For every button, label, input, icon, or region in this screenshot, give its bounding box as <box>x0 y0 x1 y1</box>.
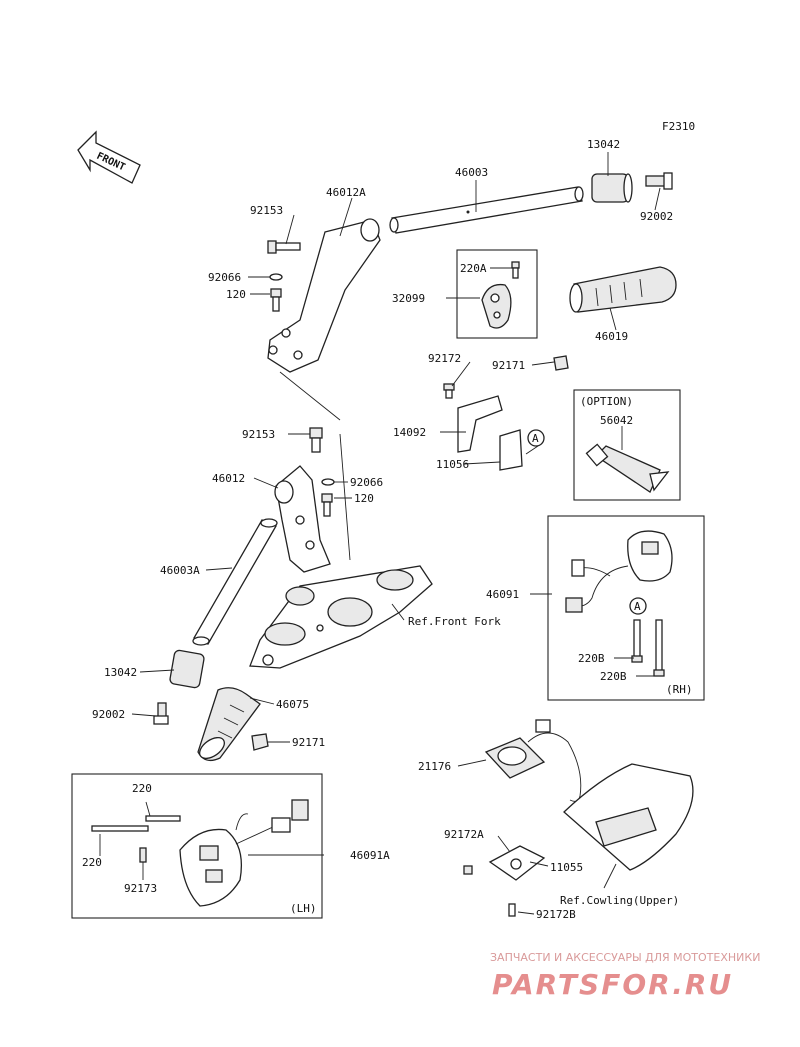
label-46075: 46075 <box>276 698 309 711</box>
clip-92171-top <box>553 355 569 371</box>
bolt-92002-left <box>153 702 169 725</box>
handlebar-left-pipe <box>192 518 278 646</box>
label-92002-top: 92002 <box>640 210 673 223</box>
bolt-92153-top <box>267 240 301 254</box>
callout-a-1-label: A <box>532 432 539 445</box>
label-220B-b: 220B <box>600 670 627 683</box>
bar-end-weight-right <box>591 173 633 203</box>
label-92171-bottom: 92171 <box>292 736 325 749</box>
label-32099: 32099 <box>392 292 425 305</box>
label-46012: 46012 <box>212 472 245 485</box>
label-14092: 14092 <box>393 426 426 439</box>
label-11056: 11056 <box>436 458 469 471</box>
label-46012A: 46012A <box>326 186 366 199</box>
label-92066-top: 92066 <box>208 271 241 284</box>
cover-14092 <box>457 395 503 453</box>
bracket-11056 <box>499 429 523 471</box>
rh-switch-box <box>547 515 705 701</box>
label-220-left: 220 <box>82 856 102 869</box>
bolt-120-mid <box>321 493 333 517</box>
switch-bracket-32099 <box>481 283 512 329</box>
label-92172B: 92172B <box>536 908 576 921</box>
label-46019: 46019 <box>595 330 628 343</box>
label-13042-mid: 13042 <box>104 666 137 679</box>
screw-220A <box>511 261 520 279</box>
watermark-brand: PARTSFOR.RU <box>492 968 733 1001</box>
label-11055: 11055 <box>550 861 583 874</box>
label-56042: 56042 <box>600 414 633 427</box>
label-92172A: 92172A <box>444 828 484 841</box>
bolt-120-top <box>270 288 282 312</box>
label-ref-cowling-upper: Ref.Cowling(Upper) <box>560 894 679 907</box>
screw-92172 <box>443 383 455 399</box>
sensor-21176 <box>484 719 582 802</box>
grip-46075 <box>197 687 261 762</box>
lh-switch-box <box>71 773 323 919</box>
label-92173: 92173 <box>124 882 157 895</box>
label-92171-top: 92171 <box>492 359 525 372</box>
bracket-group-box <box>456 249 538 339</box>
left-switch-46091A <box>179 799 309 907</box>
upper-cowling <box>563 763 694 871</box>
label-46091A: 46091A <box>350 849 390 862</box>
part-labels: 13042 46003 46012A 92153 92002 220A 9206… <box>82 138 679 921</box>
watermark-tagline: ЗАПЧАСТИ И АКСЕССУАРЫ ДЛЯ МОТОТЕХНИКИ <box>490 951 760 964</box>
screw-220B-a <box>631 619 643 663</box>
label-92172: 92172 <box>428 352 461 365</box>
label-46003A: 46003A <box>160 564 200 577</box>
label-13042-top: 13042 <box>587 138 620 151</box>
label-120-mid: 120 <box>354 492 374 505</box>
screw-220-a <box>145 815 181 822</box>
label-92066-mid: 92066 <box>350 476 383 489</box>
option-box-title: (OPTION) <box>580 395 633 408</box>
label-46091: 46091 <box>486 588 519 601</box>
screw-220B-b <box>653 619 665 677</box>
figure-code: F2310 <box>662 120 695 133</box>
label-ref-front-fork: Ref.Front Fork <box>408 615 501 628</box>
rh-box-title: (RH) <box>666 683 693 696</box>
bolt-92153-mid <box>309 427 323 453</box>
label-21176: 21176 <box>418 760 451 773</box>
label-220B-a: 220B <box>578 652 605 665</box>
screw-220-b <box>91 825 149 832</box>
callout-a-2 <box>629 597 647 615</box>
pin-92173 <box>139 847 147 863</box>
screw-92172B <box>508 903 516 917</box>
label-46003: 46003 <box>455 166 488 179</box>
washer-92066-mid <box>321 478 335 486</box>
option-box <box>573 389 681 501</box>
throttle-grip-46019 <box>569 266 677 313</box>
grip-cement-56042 <box>585 443 670 493</box>
callout-a-1 <box>527 429 545 447</box>
bar-end-weight-left <box>169 649 205 689</box>
label-220A: 220A <box>460 262 487 275</box>
handlebar-holder-left <box>274 465 331 573</box>
handlebar-right-pipe <box>389 186 584 234</box>
steering-stem-head <box>249 565 433 669</box>
callout-a-2-label: A <box>634 600 641 613</box>
bolt-92002-right <box>645 172 673 190</box>
label-92153-mid: 92153 <box>242 428 275 441</box>
washer-92066-top <box>269 273 283 281</box>
right-switch-46091 <box>565 530 673 613</box>
screw-92172A <box>463 865 473 875</box>
clip-92171-bottom <box>251 733 269 751</box>
watermark: ЗАПЧАСТИ И АКСЕССУАРЫ ДЛЯ МОТОТЕХНИКИ PA… <box>490 951 760 1001</box>
label-120-top: 120 <box>226 288 246 301</box>
label-220-top: 220 <box>132 782 152 795</box>
leader-lines <box>99 152 661 915</box>
label-92002-mid: 92002 <box>92 708 125 721</box>
lh-box-title: (LH) <box>290 902 317 915</box>
handlebar-holder-right <box>267 218 381 373</box>
front-arrow-icon: FRONT <box>77 130 141 184</box>
label-92153-top: 92153 <box>250 204 283 217</box>
